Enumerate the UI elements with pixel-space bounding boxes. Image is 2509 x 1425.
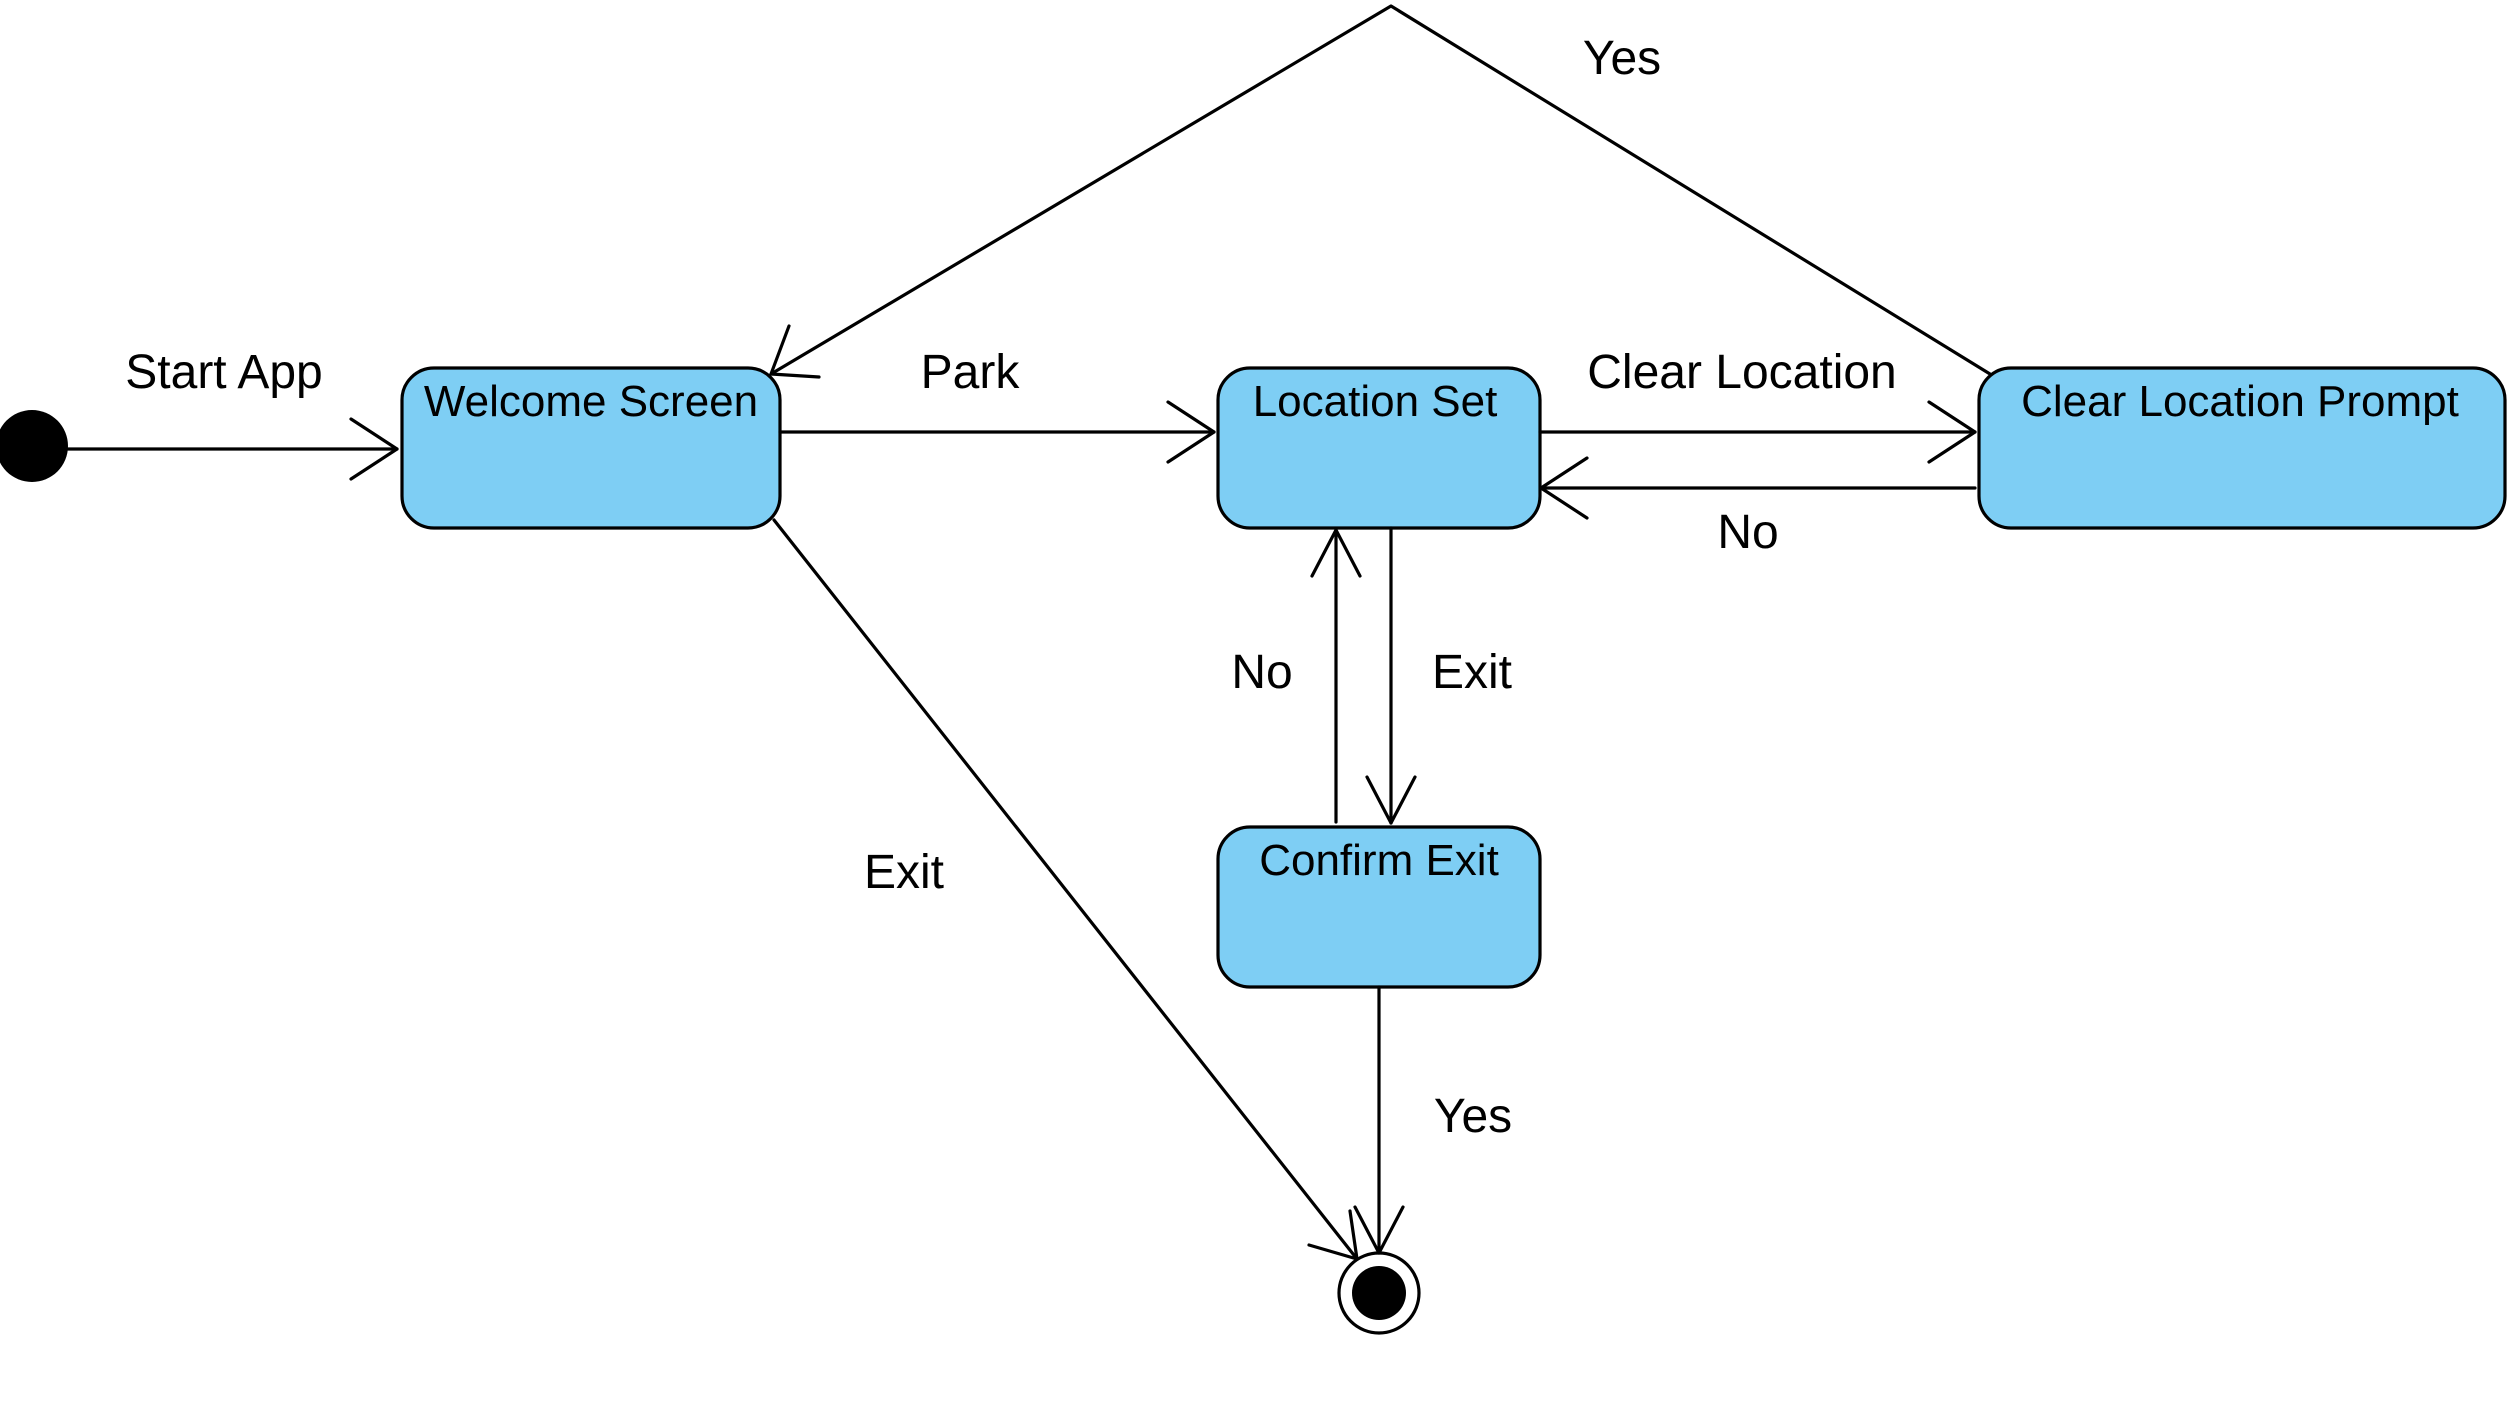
- state-label: Welcome Screen: [424, 377, 758, 426]
- transition-label: Exit: [1432, 646, 1512, 699]
- state-clear-location-prompt[interactable]: Clear Location Prompt: [1977, 366, 2507, 530]
- state-location-set[interactable]: Location Set: [1216, 366, 1542, 530]
- transition-label: Yes: [1583, 32, 1661, 85]
- transition-clear-location: Clear Location: [1538, 346, 1977, 464]
- arrowhead-icon: [1539, 456, 1589, 520]
- state-box-fill: [400, 366, 782, 530]
- arrowhead-icon: [1307, 1209, 1359, 1261]
- transition-label: Start App: [125, 346, 322, 399]
- arrowhead-icon: [1310, 528, 1362, 578]
- arrowhead-icon: [1927, 400, 1977, 464]
- transition-label: No: [1231, 646, 1292, 699]
- state-label: Location Set: [1253, 377, 1498, 426]
- state-label: Confirm Exit: [1259, 836, 1499, 885]
- state-welcome-screen[interactable]: Welcome Screen: [400, 366, 782, 530]
- transition-start-app: Start App: [66, 346, 399, 481]
- transition-label: Park: [921, 346, 1021, 399]
- transition-label: No: [1717, 506, 1778, 559]
- transition-park: Park: [778, 346, 1216, 464]
- transition-exit-welcome: Exit: [772, 518, 1359, 1261]
- arrowhead-icon: [1365, 775, 1417, 825]
- transition-label: Exit: [864, 846, 944, 899]
- state-box-fill: [1977, 366, 2507, 530]
- initial-state-node: [0, 410, 68, 482]
- state-label: Clear Location Prompt: [2021, 377, 2459, 426]
- state-box-fill: [1216, 366, 1542, 530]
- arrowhead-icon: [349, 417, 399, 481]
- state-confirm-exit[interactable]: Confirm Exit: [1216, 825, 1542, 989]
- transition-label: Clear Location: [1587, 346, 1897, 399]
- transition-label: Yes: [1434, 1090, 1512, 1143]
- arrowhead-icon: [1166, 400, 1216, 464]
- arrowhead-icon: [1353, 1205, 1405, 1255]
- final-state-node: [1337, 1251, 1421, 1335]
- transition-no-confirm: No: [1231, 528, 1362, 824]
- transition-yes-confirm: Yes: [1353, 985, 1512, 1255]
- transition-no-prompt: No: [1539, 456, 1977, 559]
- transition-exit-location: Exit: [1365, 526, 1512, 825]
- transition-yes-prompt: Yes: [769, 4, 1992, 379]
- arrowhead-icon: [769, 324, 821, 379]
